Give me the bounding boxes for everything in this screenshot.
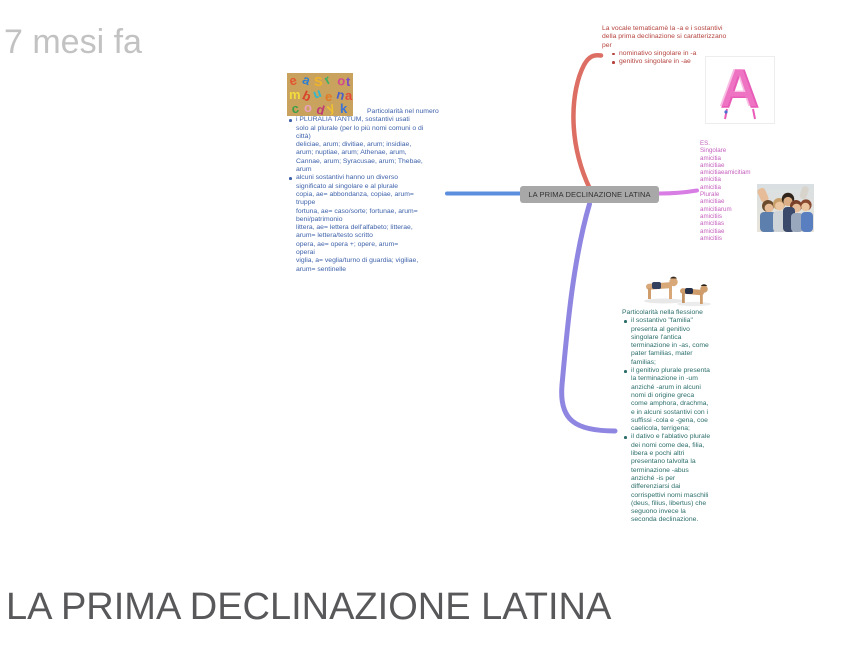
branch-vocale: La vocale tematicamè la -a e i sostantiv…: [602, 25, 767, 66]
balloon-a-image-graphic: A A: [719, 57, 761, 120]
svg-text:d: d: [315, 102, 327, 116]
selfie-image-graphic: [757, 184, 814, 232]
svg-text:S: S: [314, 74, 323, 89]
timestamp: 7 mesi fa: [4, 23, 142, 61]
svg-text:o: o: [304, 100, 312, 115]
svg-text:m: m: [289, 87, 301, 102]
branch-numero-bullet-1: i PLURALIA TANTUM, sostantivi usati solo…: [287, 116, 467, 174]
svg-text:a: a: [345, 88, 353, 103]
branch-flessione: Particolarità nella flessione il sostant…: [622, 309, 752, 525]
branch-vocale-bullet-2: genitivo singolare in -ae: [610, 58, 767, 66]
svg-text:o: o: [336, 73, 346, 89]
branch-flessione-bullet-3: il dativo e l'ablativo plurale dei nomi …: [622, 433, 752, 524]
connector-bottom-curve: [559, 201, 618, 434]
svg-text:e: e: [325, 89, 332, 104]
branch-flessione-bullet-1: il sostantivo "familia" presenta al geni…: [622, 317, 752, 367]
svg-text:n: n: [335, 87, 347, 104]
connector-top-curve: [571, 53, 604, 191]
svg-text:A: A: [719, 58, 758, 118]
letters-image-graphic: e a S r o t m b u e n a c o d y k: [287, 73, 353, 116]
branch-flessione-bullet-2: il genitivo plurale presenta la terminaz…: [622, 367, 752, 433]
branch-numero-heading: Particolarità nel numero: [367, 108, 439, 115]
letters-image: e a S r o t m b u e n a c o d y k: [287, 73, 353, 116]
branch-vocale-list: nominativo singolare in -a genitivo sing…: [610, 50, 767, 67]
branch-numero: Particolarità nel numero i PLURALIA TANT…: [287, 108, 467, 274]
svg-text:r: r: [321, 73, 333, 87]
central-node[interactable]: LA PRIMA DECLINAZIONE LATINA: [520, 186, 659, 203]
page-title: LA PRIMA DECLINAZIONE LATINA: [6, 586, 612, 628]
branch-numero-list: i PLURALIA TANTUM, sostantivi usati solo…: [287, 116, 467, 274]
branch-flessione-heading: Particolarità nella flessione: [622, 309, 703, 316]
branch-vocale-intro: La vocale tematicamè la -a e i sostantiv…: [602, 25, 727, 49]
branch-vocale-bullet-1: nominativo singolare in -a: [610, 50, 767, 58]
svg-text:t: t: [346, 74, 351, 89]
selfie-image: [757, 184, 814, 232]
svg-text:k: k: [340, 101, 348, 116]
branch-flessione-list: il sostantivo "familia" presenta al geni…: [622, 317, 752, 524]
pushup-image: [638, 263, 715, 310]
branch-esempio: ES. Singolare amicitia amicitiae amiciti…: [700, 140, 751, 242]
pushup-image-graphic: [638, 263, 715, 310]
svg-text:c: c: [290, 100, 300, 116]
connector-right-line: [657, 188, 699, 196]
balloon-a-image: A A: [705, 56, 775, 124]
svg-text:e: e: [288, 73, 299, 89]
branch-numero-bullet-2: alcuni sostantivi hanno un diverso signi…: [287, 174, 467, 274]
